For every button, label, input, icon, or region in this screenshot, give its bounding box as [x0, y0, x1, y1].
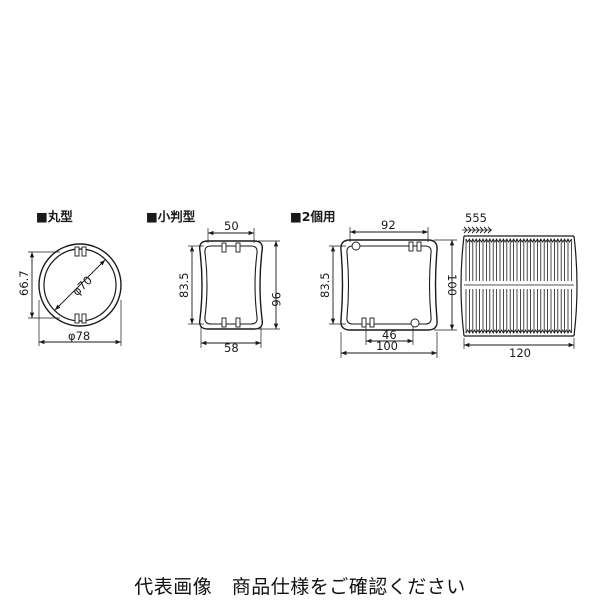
disclaimer-caption: 代表画像 商品仕様をご確認ください: [134, 576, 466, 598]
side-view: 555 120: [460, 211, 578, 360]
oval-top-width-label: 50: [224, 219, 239, 233]
pitch-tick: [475, 226, 480, 234]
double-notch-top-1: [408, 241, 414, 252]
double-type-view: ■2個用 92 83.5 100 46: [290, 209, 459, 358]
oval-outer-height-label: 96: [269, 292, 283, 307]
oval-notch-bottom-2: [235, 317, 241, 328]
oval-notch-top-1: [221, 242, 227, 253]
pitch-tick: [479, 226, 484, 234]
round-inner-dia-line: [54, 259, 106, 311]
oval-type-title: ■小判型: [146, 209, 196, 224]
double-notch-bottom-2: [369, 317, 375, 328]
oval-notch-bottom-1: [221, 317, 227, 328]
double-outer-shape: [340, 239, 438, 331]
round-height-label: 66.7: [17, 270, 31, 296]
round-notch-bottom: [74, 313, 80, 324]
round-outer-dia-label: φ78: [68, 329, 90, 343]
round-type-view: ■丸型 φ70 66.7 φ78: [17, 209, 122, 346]
double-outer-height-label: 100: [445, 274, 459, 296]
round-outer-circle: [38, 243, 122, 327]
corrugation-edge: [465, 238, 572, 243]
pitch-tick: [471, 226, 476, 234]
oval-inner-height-label: 83.5: [177, 272, 191, 298]
double-type-title: ■2個用: [290, 209, 336, 224]
side-pitch-label: 555: [465, 211, 487, 225]
round-inner-dia-label: φ70: [69, 273, 95, 299]
pitch-tick: [487, 226, 492, 234]
double-hole-bottom-right: [410, 318, 420, 328]
round-notch-top: [74, 246, 80, 257]
oval-inner-shape: [204, 245, 258, 325]
side-pitch-ticks: [463, 226, 492, 234]
oval-outer-shape: [198, 240, 264, 330]
round-inner-circle: [43, 248, 117, 322]
double-notch-bottom-1: [361, 317, 367, 328]
oval-notch-top-2: [235, 242, 241, 253]
side-right-end: [573, 235, 578, 337]
pitch-tick: [467, 226, 472, 234]
round-notch-top-2: [81, 246, 87, 257]
oval-bottom-width-label: 58: [224, 341, 239, 355]
pitch-tick: [463, 226, 468, 234]
double-top-width-label: 92: [381, 218, 396, 232]
double-inner-shape: [346, 245, 432, 325]
side-corrugations: [465, 238, 572, 334]
side-length-label: 120: [509, 346, 531, 360]
corrugation-edge: [465, 329, 572, 334]
double-center-width-label: 46: [382, 328, 397, 342]
round-notch-bottom-2: [81, 313, 87, 324]
double-bottom-width-label: 100: [376, 339, 398, 353]
double-notch-top-2: [416, 241, 422, 252]
round-type-title: ■丸型: [36, 209, 73, 224]
double-hole-top-left: [351, 241, 361, 251]
side-left-end: [460, 235, 465, 337]
double-inner-height-label: 83.5: [318, 272, 332, 298]
oval-type-view: ■小判型 50 83.5 96 58: [146, 209, 283, 355]
pitch-tick: [483, 226, 488, 234]
